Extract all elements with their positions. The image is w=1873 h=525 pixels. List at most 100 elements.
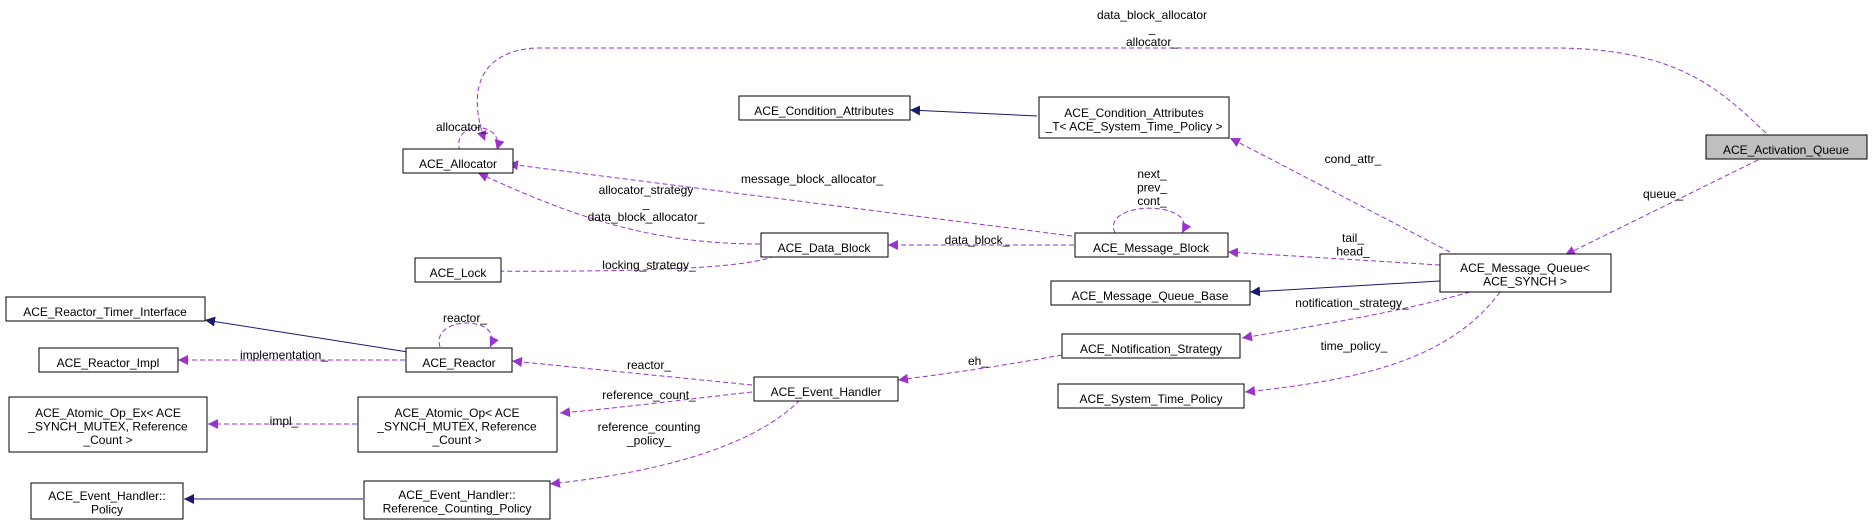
svg-text:ACE_Event_Handler::Reference_C: ACE_Event_Handler::Reference_Counting_Po… [383, 488, 532, 516]
label-implementation: implementation_ [240, 348, 328, 362]
text-line: cont_ [1137, 194, 1167, 208]
text-line: data_block_allocator_ [588, 210, 705, 224]
label-data-block: data_block_ [945, 233, 1010, 247]
edge-cond-attr-inheritance [909, 105, 1038, 117]
text-line: _Count > [431, 433, 481, 447]
label-allocator-strategy: allocator_strategy_data_block_allocator_ [588, 183, 705, 224]
edge-mq-base-inheritance [1249, 280, 1441, 297]
node-ace-activation-queue[interactable]: ACE_Activation_Queue [1705, 134, 1868, 160]
node-ace-data-block[interactable]: ACE_Data_Block [760, 232, 889, 258]
svg-text:ACE_Atomic_Op< ACE_SYNCH_MUTEX: ACE_Atomic_Op< ACE_SYNCH_MUTEX, Referenc… [376, 406, 537, 447]
text-line: reactor_ [443, 311, 487, 325]
edge-notification-strategy [1241, 291, 1471, 342]
text-line: ACE_Condition_Attributes [754, 104, 893, 118]
edge-locking-strategy [467, 255, 776, 277]
text-line: implementation_ [240, 348, 328, 362]
text-line: Policy [91, 503, 123, 517]
label-time-policy: time_policy_ [1321, 339, 1388, 353]
text-line: ACE_Data_Block [778, 241, 872, 255]
edge-message-block-allocator [507, 160, 1081, 238]
edge-reference-count [559, 391, 753, 418]
text-line: ACE_Lock [430, 266, 488, 280]
label-reference-count: reference_count_ [602, 388, 696, 402]
node-ace-lock[interactable]: ACE_Lock [414, 257, 502, 283]
text-line: ACE_Event_Handler:: [398, 488, 515, 502]
text-line: _ [1148, 22, 1156, 36]
node-ace-allocator[interactable]: ACE_Allocator [402, 148, 514, 174]
svg-text:ACE_Reactor_Impl: ACE_Reactor_Impl [57, 356, 160, 370]
node-ace-atomic-op-ex[interactable]: ACE_Atomic_Op_Ex< ACE_SYNCH_MUTEX, Refer… [8, 396, 208, 453]
node-ace-reactor-impl[interactable]: ACE_Reactor_Impl [38, 347, 179, 373]
label-notification-strategy: notification_strategy_ [1295, 296, 1409, 310]
label-queue: queue_ [1643, 187, 1683, 201]
svg-text:ACE_Atomic_Op_Ex< ACE_SYNCH_MU: ACE_Atomic_Op_Ex< ACE_SYNCH_MUTEX, Refer… [27, 406, 188, 447]
label-data-block-allocator: data_block_allocator_allocator_ [1097, 8, 1207, 49]
svg-text:ACE_Activation_Queue: ACE_Activation_Queue [1723, 143, 1849, 157]
label-reactor: reactor_ [627, 358, 671, 372]
edge-tail-head [1227, 247, 1441, 266]
text-line: notification_strategy_ [1295, 296, 1409, 310]
label-cond-attr: cond_attr_ [1325, 152, 1382, 166]
node-ace-reactor[interactable]: ACE_Reactor [405, 347, 513, 373]
text-line: impl_ [270, 414, 299, 428]
edge-allocator-strategy [477, 172, 761, 245]
text-line: data_block_ [945, 233, 1010, 247]
node-ace-message-queue-base[interactable]: ACE_Message_Queue_Base [1050, 280, 1251, 306]
edge-reactor-timer-inheritance [204, 316, 409, 353]
text-line: _ [642, 197, 650, 211]
node-ace-event-handler-policy[interactable]: ACE_Event_Handler::Policy [30, 482, 184, 520]
node-ace-event-handler[interactable]: ACE_Event_Handler [753, 376, 899, 402]
text-line: ACE_SYNCH > [1483, 275, 1567, 289]
node-ace-notification-strategy[interactable]: ACE_Notification_Strategy [1061, 333, 1241, 359]
text-line: eh_ [968, 354, 988, 368]
text-line: next_ [1137, 167, 1167, 181]
node-ace-message-queue[interactable]: ACE_Message_Queue<ACE_SYNCH > [1439, 253, 1612, 293]
edge-time-policy [1244, 291, 1501, 396]
text-line: reactor_ [627, 358, 671, 372]
text-line: Reference_Counting_Policy [383, 502, 532, 516]
text-line: ACE_Reactor_Timer_Interface [23, 305, 187, 319]
edge-cond-attr [1229, 137, 1451, 253]
node-ace-message-block[interactable]: ACE_Message_Block [1074, 232, 1229, 258]
text-line: prev_ [1137, 181, 1167, 195]
svg-text:ACE_System_Time_Policy: ACE_System_Time_Policy [1080, 392, 1223, 406]
text-line: allocator_strategy [599, 183, 694, 197]
text-line: ACE_Event_Handler:: [48, 489, 165, 503]
label-message-block-allocator: message_block_allocator_ [741, 172, 883, 186]
svg-text:ACE_Allocator: ACE_Allocator [419, 157, 497, 171]
svg-text:ACE_Condition_Attributes_T< AC: ACE_Condition_Attributes_T< ACE_System_T… [1045, 106, 1223, 134]
text-line: _policy_ [626, 434, 671, 448]
svg-text:ACE_Event_Handler: ACE_Event_Handler [771, 385, 882, 399]
edge-queue [1564, 159, 1759, 256]
svg-text:ACE_Notification_Strategy: ACE_Notification_Strategy [1080, 342, 1222, 356]
text-line: ACE_Reactor_Impl [57, 356, 160, 370]
text-line: ACE_System_Time_Policy [1080, 392, 1223, 406]
text-line: tail_ [1342, 231, 1364, 245]
edge-mb-self [1112, 207, 1192, 234]
label-reactor-self: reactor_ [443, 311, 487, 325]
label-allocator-self: allocator_ [436, 120, 488, 134]
svg-text:ACE_Message_Queue_Base: ACE_Message_Queue_Base [1072, 289, 1229, 303]
node-ace-condition-attributes-t[interactable]: ACE_Condition_Attributes_T< ACE_System_T… [1038, 96, 1230, 139]
svg-text:ACE_Event_Handler::Policy: ACE_Event_Handler::Policy [48, 489, 165, 517]
svg-text:ACE_Reactor_Timer_Interface: ACE_Reactor_Timer_Interface [23, 305, 187, 319]
text-line: ACE_Message_Block [1093, 241, 1210, 255]
node-ace-event-handler-rc-policy[interactable]: ACE_Event_Handler::Reference_Counting_Po… [363, 480, 551, 520]
label-tail-head: tail_head_ [1336, 231, 1370, 259]
node-ace-reactor-timer-interface[interactable]: ACE_Reactor_Timer_Interface [5, 296, 206, 322]
edge-reference-counting-policy [549, 399, 801, 488]
text-line: locking_strategy_ [602, 258, 696, 272]
node-ace-condition-attributes[interactable]: ACE_Condition_Attributes [738, 95, 911, 121]
text-line: _SYNCH_MUTEX, Reference [27, 420, 188, 434]
text-line: cond_attr_ [1325, 152, 1382, 166]
text-line: allocator_ [1126, 35, 1178, 49]
node-ace-atomic-op[interactable]: ACE_Atomic_Op< ACE_SYNCH_MUTEX, Referenc… [357, 396, 558, 453]
node-ace-system-time-policy[interactable]: ACE_System_Time_Policy [1057, 383, 1245, 409]
svg-text:ACE_Condition_Attributes: ACE_Condition_Attributes [754, 104, 893, 118]
label-eh: eh_ [968, 354, 988, 368]
text-line: ACE_Notification_Strategy [1080, 342, 1222, 356]
text-line: _Count > [82, 433, 132, 447]
text-line: message_block_allocator_ [741, 172, 883, 186]
text-line: head_ [1336, 245, 1370, 259]
